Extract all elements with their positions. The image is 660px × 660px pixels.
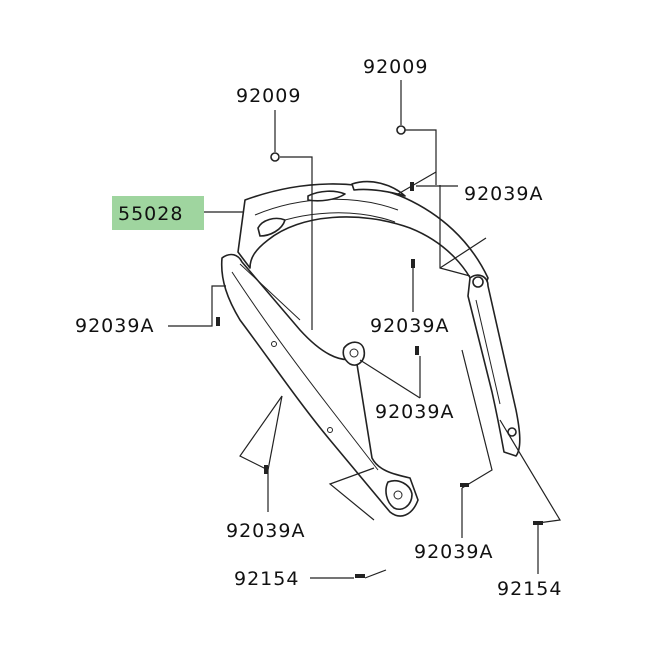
screw-icon bbox=[415, 346, 419, 355]
leader-lines bbox=[168, 80, 561, 579]
bolt-icon bbox=[396, 125, 406, 135]
screw-bottom-mid-label: 92039A bbox=[414, 541, 493, 563]
clip-bottom-left-label: 92154 bbox=[234, 568, 299, 590]
screw-icon bbox=[460, 483, 469, 487]
screw-icon bbox=[216, 317, 220, 326]
screw-mid-lower-label: 92039A bbox=[375, 401, 454, 423]
screw-left-label: 92039A bbox=[75, 315, 154, 337]
screw-top-right-label: 92039A bbox=[464, 183, 543, 205]
screw-mid-upper-label: 92039A bbox=[370, 315, 449, 337]
screw-bottom-left-label: 92039A bbox=[226, 520, 305, 542]
main-part-label-highlight bbox=[112, 196, 204, 230]
main-part-label: 55028 bbox=[118, 203, 183, 225]
clip-bottom-right-label: 92154 bbox=[497, 578, 562, 600]
bolt-left-label: 92009 bbox=[236, 85, 301, 107]
bolt-icon bbox=[270, 152, 280, 162]
rear-cowl-part bbox=[220, 180, 521, 517]
bolt-right-label: 92009 bbox=[363, 56, 428, 78]
screw-icon bbox=[411, 259, 415, 268]
clip-icon bbox=[355, 574, 365, 578]
